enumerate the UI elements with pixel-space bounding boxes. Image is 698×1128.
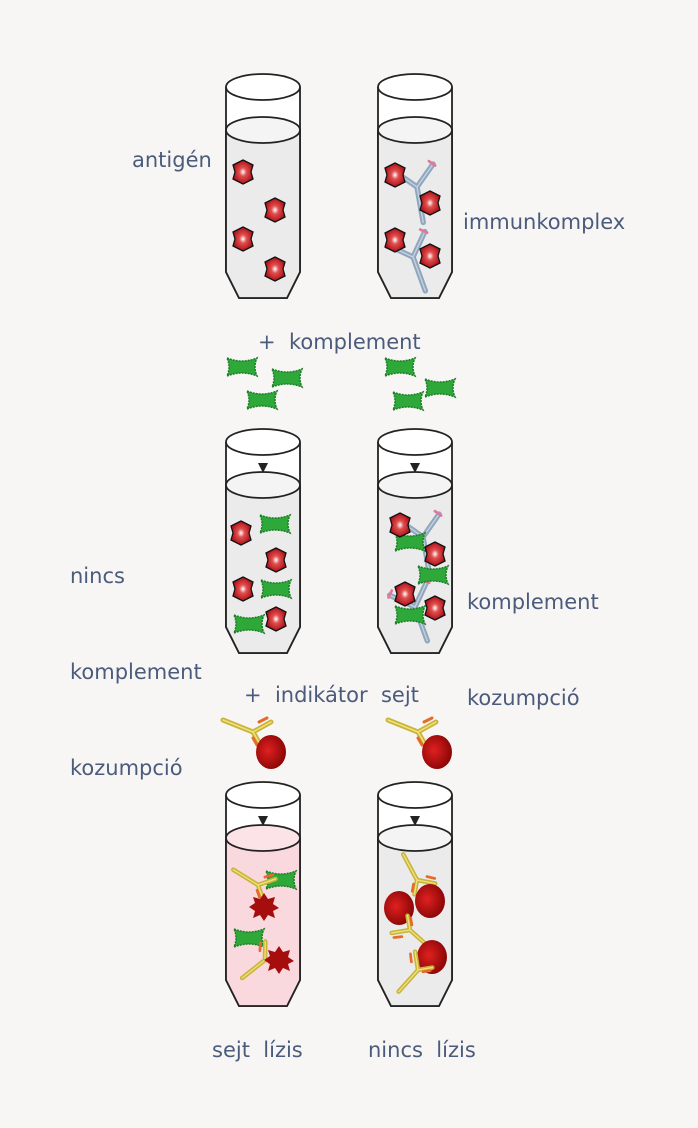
- antigen-icon: [264, 197, 286, 223]
- complement-icon: [260, 579, 292, 599]
- complement-icon: [233, 614, 265, 634]
- label-antigen: antigén: [132, 148, 212, 172]
- complement-icon: [271, 368, 303, 388]
- complement-icon: [424, 378, 456, 398]
- label-immune-complex: immunkomplex: [463, 210, 626, 234]
- red-blood-cell-icon: [256, 735, 286, 769]
- antigen-icon: [389, 512, 411, 538]
- lysed-cell-icon: [264, 946, 294, 974]
- complement-icon: [259, 514, 291, 534]
- complement-icon: [246, 390, 278, 410]
- antigen-icon: [419, 243, 441, 269]
- antigen-icon: [230, 520, 252, 546]
- tube-immune-complex: [377, 73, 453, 298]
- antigen-icon: [264, 256, 286, 282]
- antigen-icon: [424, 595, 446, 621]
- antigen-icon: [384, 227, 406, 253]
- complement-icon: [384, 357, 416, 377]
- tube-no-lysis: [377, 781, 453, 1007]
- label-line: kozumpció: [70, 756, 183, 780]
- label-no-lysis: nincs lízis: [368, 1038, 476, 1062]
- lysed-cell-icon: [249, 893, 279, 921]
- antigen-icon: [232, 159, 254, 185]
- label-plus-indicator: + indikátor sejt: [244, 683, 419, 707]
- label-consumption: komplement kozumpció: [467, 522, 599, 746]
- tube-lysis: [225, 781, 301, 1007]
- antigen-icon: [394, 581, 416, 607]
- label-line: komplement: [467, 590, 599, 614]
- tube-no-consumption: [225, 428, 301, 654]
- antigen-icon: [419, 190, 441, 216]
- red-blood-cell-icon: [422, 735, 452, 769]
- tube-antigen: [225, 73, 301, 299]
- label-line: komplement: [70, 660, 202, 684]
- antigen-icon: [265, 547, 287, 573]
- label-no-consumption: nincs komplement kozumpció: [70, 496, 202, 816]
- label-plus-complement: + komplement: [258, 330, 421, 354]
- tube-consumption: [377, 428, 452, 654]
- label-line: nincs: [70, 564, 125, 588]
- complement-icon: [392, 391, 424, 411]
- complement-icon: [394, 605, 426, 625]
- antigen-icon: [424, 541, 446, 567]
- complement-icon: [226, 357, 258, 377]
- antigen-icon: [232, 226, 254, 252]
- label-lysis: sejt lízis: [212, 1038, 303, 1062]
- complement-icon: [417, 565, 449, 585]
- label-line: kozumpció: [467, 686, 580, 710]
- antigen-icon: [265, 606, 287, 632]
- antigen-icon: [384, 162, 406, 188]
- red-blood-cell-icon: [415, 884, 445, 918]
- antigen-icon: [232, 576, 254, 602]
